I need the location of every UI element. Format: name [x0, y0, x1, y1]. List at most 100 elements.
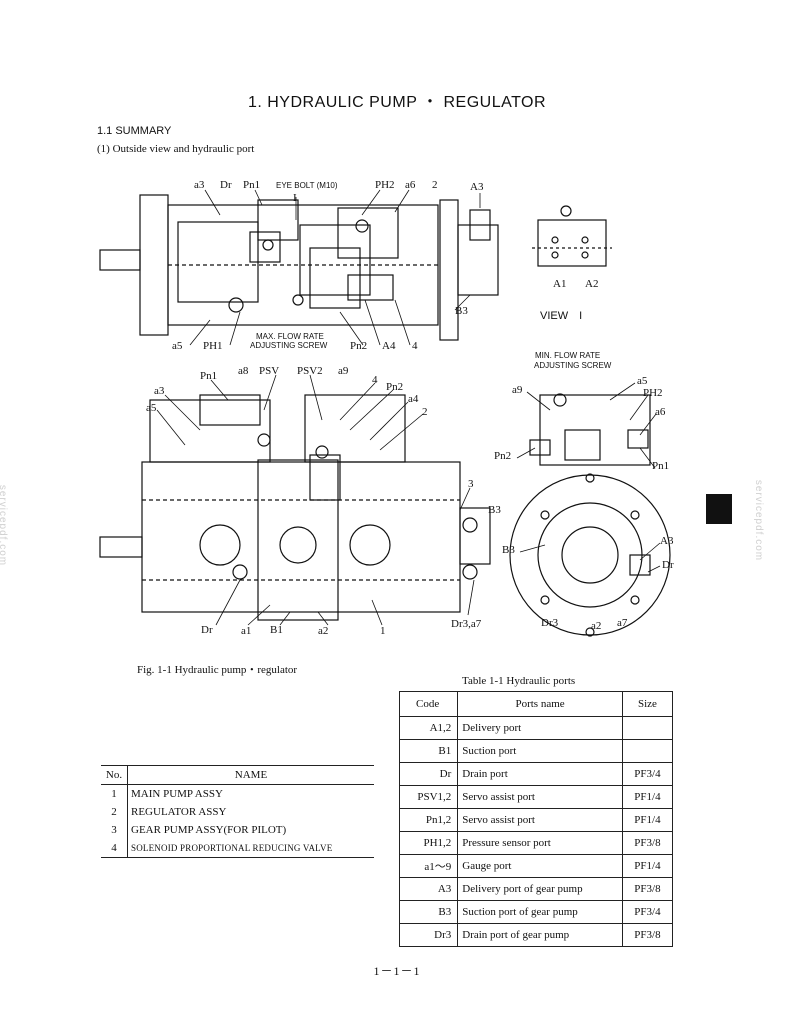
label-a5-right: a5 — [637, 375, 648, 387]
port-size-cell: PF3/8 — [621, 831, 674, 855]
label-a9-right: a9 — [512, 384, 523, 396]
label-1-bot: 1 — [380, 625, 386, 637]
port-name-cell: Servo assist port — [457, 785, 623, 809]
part-name-cell: SOLENOID PROPORTIONAL REDUCING VALVE — [127, 839, 374, 858]
label-A3-top: A3 — [470, 181, 484, 193]
port-size-cell — [621, 716, 674, 740]
label-pn1-mid: Pn1 — [200, 370, 218, 382]
label-a3-right: A3 — [660, 535, 674, 547]
label-dr-top: Dr — [220, 179, 232, 191]
port-code-cell: Dr — [398, 762, 459, 786]
port-size-cell: PF1/4 — [621, 854, 674, 878]
page-title: 1. HYDRAULIC PUMP ・ REGULATOR — [247, 94, 547, 111]
label-min-flow-2: ADJUSTING SCREW — [534, 361, 612, 370]
label-max-flow: MAX. FLOW RATE — [256, 332, 324, 341]
front-view-drawing — [99, 394, 491, 621]
figure-caption: Fig. 1-1 Hydraulic pump・regulator — [137, 664, 298, 676]
label-a6-right: a6 — [655, 406, 666, 418]
label-b3-top: B3 — [455, 305, 468, 317]
label-a2-bot: a2 — [318, 625, 329, 637]
label-a5-mid: a5 — [146, 402, 157, 414]
table-caption: Table 1-1 Hydraulic ports — [462, 675, 576, 687]
label-min-flow: MIN. FLOW RATE — [535, 351, 601, 360]
part-number-cell: 3 — [101, 821, 128, 839]
part-number-cell: 4 — [101, 839, 128, 858]
col-no-header: No. — [101, 765, 128, 785]
label-a9-mid: a9 — [338, 365, 349, 377]
port-name-cell: Gauge port — [457, 854, 623, 878]
label-pn2-mid: Pn2 — [386, 381, 404, 393]
port-code-cell: A1,2 — [398, 716, 459, 740]
port-code-cell: Dr3 — [398, 923, 459, 947]
label-pn1-right: Pn1 — [652, 460, 670, 472]
part-number-cell: 1 — [101, 784, 128, 803]
label-dr3-right: Dr3 — [541, 617, 559, 629]
label-a2-view: A2 — [585, 278, 599, 290]
label-a4-mid: a4 — [408, 393, 419, 405]
port-name-cell: Delivery port — [457, 716, 623, 740]
label-max-flow-2: ADJUSTING SCREW — [250, 341, 328, 350]
label-a8-mid: a8 — [238, 365, 249, 377]
label-dr-right: Dr — [662, 559, 674, 571]
table-header-row: No. NAME — [101, 765, 374, 785]
col-size-header: Size — [621, 691, 674, 717]
label-pn2-top: Pn2 — [350, 340, 368, 352]
top-view-drawing — [99, 194, 499, 341]
label-pn2-right: Pn2 — [494, 450, 512, 462]
port-code-cell: PSV1,2 — [398, 785, 459, 809]
label-a1-bot: a1 — [241, 625, 252, 637]
side-view-drawing — [509, 393, 671, 637]
label-psv-mid: PSV — [259, 365, 280, 377]
label-3-mid: 3 — [468, 478, 474, 490]
label-4-top: 4 — [412, 340, 418, 352]
watermark-left: servicepdf.com — [0, 484, 9, 567]
label-dr3-a7: Dr3,a7 — [451, 618, 482, 630]
label-a3-mid: a3 — [154, 385, 165, 397]
port-size-cell: PF3/8 — [621, 877, 674, 901]
label-I-top: I — [293, 192, 297, 204]
label-ph1-top: PH1 — [203, 340, 223, 352]
port-size-cell: PF3/8 — [621, 923, 674, 947]
port-name-cell: Suction port — [457, 739, 623, 763]
label-2-top: 2 — [432, 179, 438, 191]
port-name-cell: Pressure sensor port — [457, 831, 623, 855]
port-code-cell: PH1,2 — [398, 831, 459, 855]
watermark-right: servicepdf.com — [753, 479, 765, 562]
part-name-cell: REGULATOR ASSY — [131, 806, 227, 818]
port-size-cell — [621, 739, 674, 763]
label-ph2-top: PH2 — [375, 179, 395, 191]
port-code-cell: B1 — [398, 739, 459, 763]
table-header-row: Code Ports name Size — [398, 691, 674, 717]
label-a3-top: a3 — [194, 179, 205, 191]
label-eye-bolt: EYE BOLT (M10) — [276, 181, 338, 190]
section-tab-marker — [706, 494, 732, 524]
label-4-mid: 4 — [372, 374, 378, 386]
page-number: 1－1－1 — [373, 964, 421, 978]
port-code-cell: Pn1,2 — [398, 808, 459, 832]
port-code-cell: B3 — [398, 900, 459, 924]
label-b3-right: B3 — [502, 544, 515, 556]
col-ports-name-header: Ports name — [457, 691, 623, 717]
col-name-header: NAME — [127, 765, 374, 785]
part-name-cell: MAIN PUMP ASSY — [131, 788, 223, 800]
label-dr-bot: Dr — [201, 624, 213, 636]
view-i-drawing — [532, 205, 612, 267]
label-psv2-mid: PSV2 — [297, 365, 323, 377]
label-a4-top: A4 — [382, 340, 396, 352]
section-heading: 1.1 SUMMARY — [97, 125, 172, 137]
